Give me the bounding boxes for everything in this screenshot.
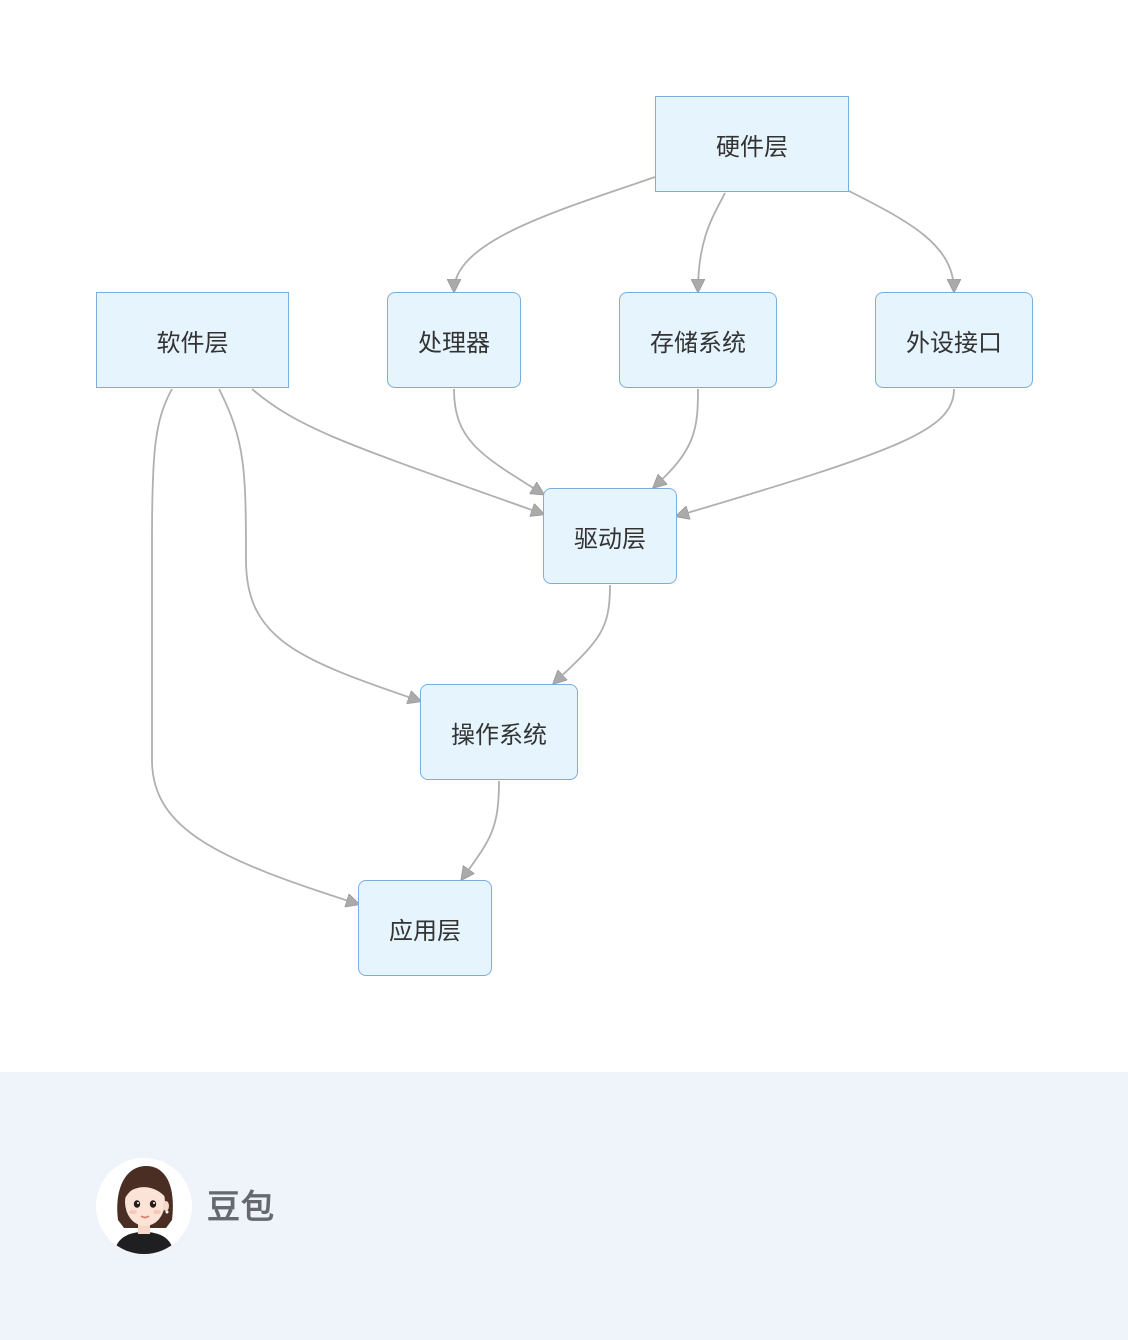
node-label: 硬件层 xyxy=(716,132,788,161)
node-hardware-layer: 硬件层 xyxy=(655,96,849,192)
edge-processor-driver xyxy=(453,388,543,494)
edge-hardware-processor xyxy=(454,176,656,291)
edge-os-application xyxy=(462,780,500,879)
edge-driver-os xyxy=(554,584,611,683)
assistant-avatar-icon xyxy=(96,1158,192,1254)
edge-hardware-storage xyxy=(698,192,726,291)
node-processor: 处理器 xyxy=(387,292,521,388)
diagram-canvas: 硬件层 软件层 处理器 存储系统 外设接口 驱动层 操作系统 应用层 xyxy=(96,96,1128,1072)
node-label: 处理器 xyxy=(418,328,490,357)
node-label: 软件层 xyxy=(156,328,229,357)
edge-software-driver xyxy=(251,388,543,514)
node-label: 外设接口 xyxy=(906,328,1002,357)
edge-software-os xyxy=(218,388,420,701)
edge-hardware-peripheral xyxy=(848,190,954,291)
node-label: 存储系统 xyxy=(650,328,746,357)
node-label: 应用层 xyxy=(389,916,461,945)
node-application-layer: 应用层 xyxy=(358,880,492,976)
node-storage-system: 存储系统 xyxy=(619,292,777,388)
diagram-edges xyxy=(151,176,1128,1072)
node-peripheral-interface: 外设接口 xyxy=(875,292,1033,388)
edge-software-application xyxy=(151,388,358,904)
node-driver-layer: 驱动层 xyxy=(543,488,677,584)
node-operating-system: 操作系统 xyxy=(420,684,578,780)
edge-storage-driver xyxy=(654,388,699,487)
node-label: 驱动层 xyxy=(574,524,646,553)
edge-peripheral-driver xyxy=(677,388,955,516)
branding-footer: 豆包 xyxy=(0,1072,1128,1340)
node-label: 操作系统 xyxy=(451,720,547,749)
assistant-name: 豆包 xyxy=(207,1187,275,1226)
node-software-layer: 软件层 xyxy=(96,292,289,388)
